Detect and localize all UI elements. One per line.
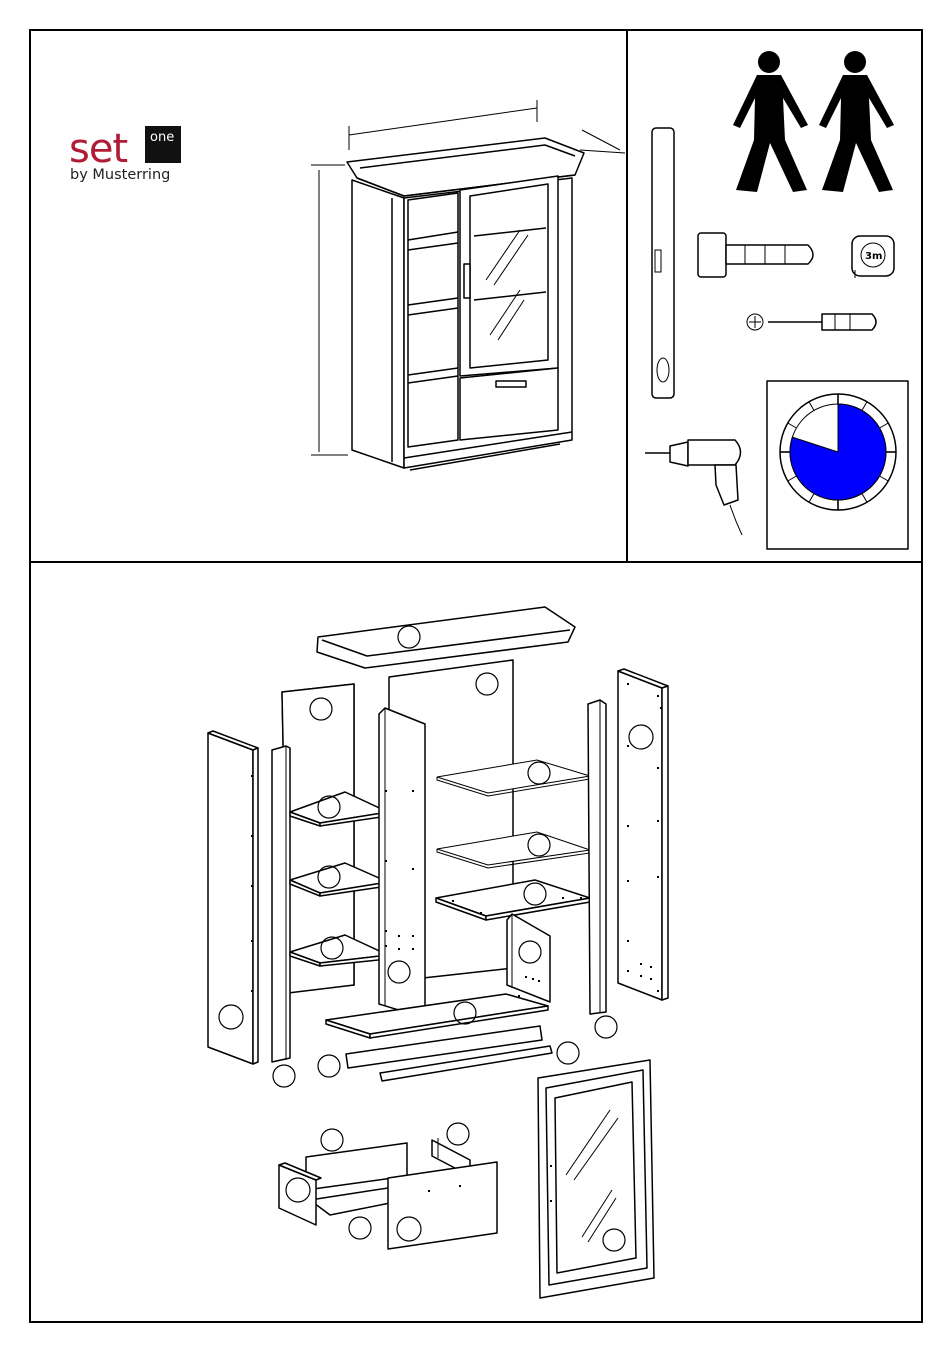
brand-badge: one: [150, 130, 174, 145]
exploded-view: [208, 607, 668, 1298]
brand-name: set: [69, 126, 127, 172]
part-front-stile-right: [588, 700, 617, 1038]
assembly-time-clock-icon: [767, 381, 908, 549]
phillips-screwdriver-icon: [747, 314, 876, 330]
rubber-mallet-icon: [698, 233, 813, 277]
part-top-panel: [317, 607, 575, 668]
tape-measure-icon: 3m: [852, 236, 894, 278]
assembled-cabinet-drawing: [311, 100, 625, 470]
power-drill-icon: [645, 440, 742, 535]
spirit-level-icon: [652, 128, 674, 398]
brand-logo: set one by Musterring: [69, 126, 181, 183]
tools-panel: 3m: [645, 51, 908, 549]
brand-tagline: by Musterring: [70, 167, 170, 183]
tape-measure-label: 3m: [865, 251, 882, 262]
two-persons-icon: [733, 51, 894, 192]
part-side-panel-left: [208, 731, 258, 1064]
part-drawer-partition: [507, 914, 550, 1002]
part-glass-door: [538, 1060, 654, 1298]
part-side-panel-right: [618, 669, 668, 1000]
part-middle-divider: [379, 708, 425, 1018]
part-drawer: [279, 1123, 497, 1249]
